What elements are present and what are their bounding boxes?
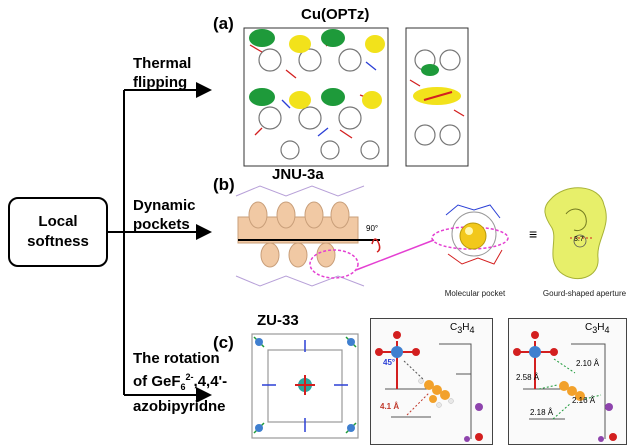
rotation-angle-label: 90° [366,224,379,233]
panel-c-letter: (c) [213,333,234,352]
inset1-angle-label: 45° [383,358,396,367]
caption-molecular-pocket: Molecular pocket [444,289,506,298]
inset2-formula: C3H4 [585,322,610,335]
branch-label-line2: pockets [133,216,190,233]
panel-b-title: JNU-3a [272,166,324,183]
branch-thermal-flipping: Thermal flipping [133,54,191,92]
molecular-pocket [431,204,509,265]
crystal-cell-left [243,27,389,167]
panel-a-letter: (a) [213,14,234,33]
inset1-formula: C3H4 [450,322,475,335]
branch-dynamic-pockets: Dynamic pockets [133,196,196,234]
panel-a-title: Cu(OPTz) [301,6,370,23]
branch-label-line3: azobipyridne [133,398,226,415]
branch-label-line2: of GeF62-,4,4'- [133,372,228,392]
inset1-distance-label: 4.1 Å [380,402,400,411]
inset2-distance-1: 2.10 Å [576,359,600,368]
panel-c-title: ZU-33 [257,312,299,329]
caption-gourd-aperture: Gourd-shaped aperture [542,289,627,298]
branch-label-line1: Thermal [133,55,192,72]
rotation-arrow [371,238,381,253]
inset-c3h4-angle-drawing [375,331,483,442]
branch-label-line1: Dynamic [133,197,196,214]
inset-c3h4-angle [370,318,493,445]
root-line1: Local [38,213,78,230]
inset-c3h4-distances [508,318,627,445]
gourd-aperture [544,187,607,280]
aperture-size-label: 3.7 [574,236,584,243]
branch-label-line2: flipping [133,74,188,91]
branch-label-line1: The rotation [133,350,220,367]
inset2-distance-3: 2.16 Å [572,396,596,405]
inset2-distance-4: 2.18 Å [530,408,554,417]
inset-c3h4-distances-drawing [513,331,617,442]
root-box-local-softness: Local softness [8,197,108,267]
crystal-cell-right [405,27,469,167]
inset2-distance-2: 2.58 Å [516,373,540,382]
equivalence-symbol: ≡ [529,226,538,242]
branch-rotation: The rotation of GeF62-,4,4'- azobipyridn… [133,349,227,416]
root-line2: softness [27,233,89,250]
panel-b-letter: (b) [213,175,235,194]
channel-framework [235,185,435,287]
